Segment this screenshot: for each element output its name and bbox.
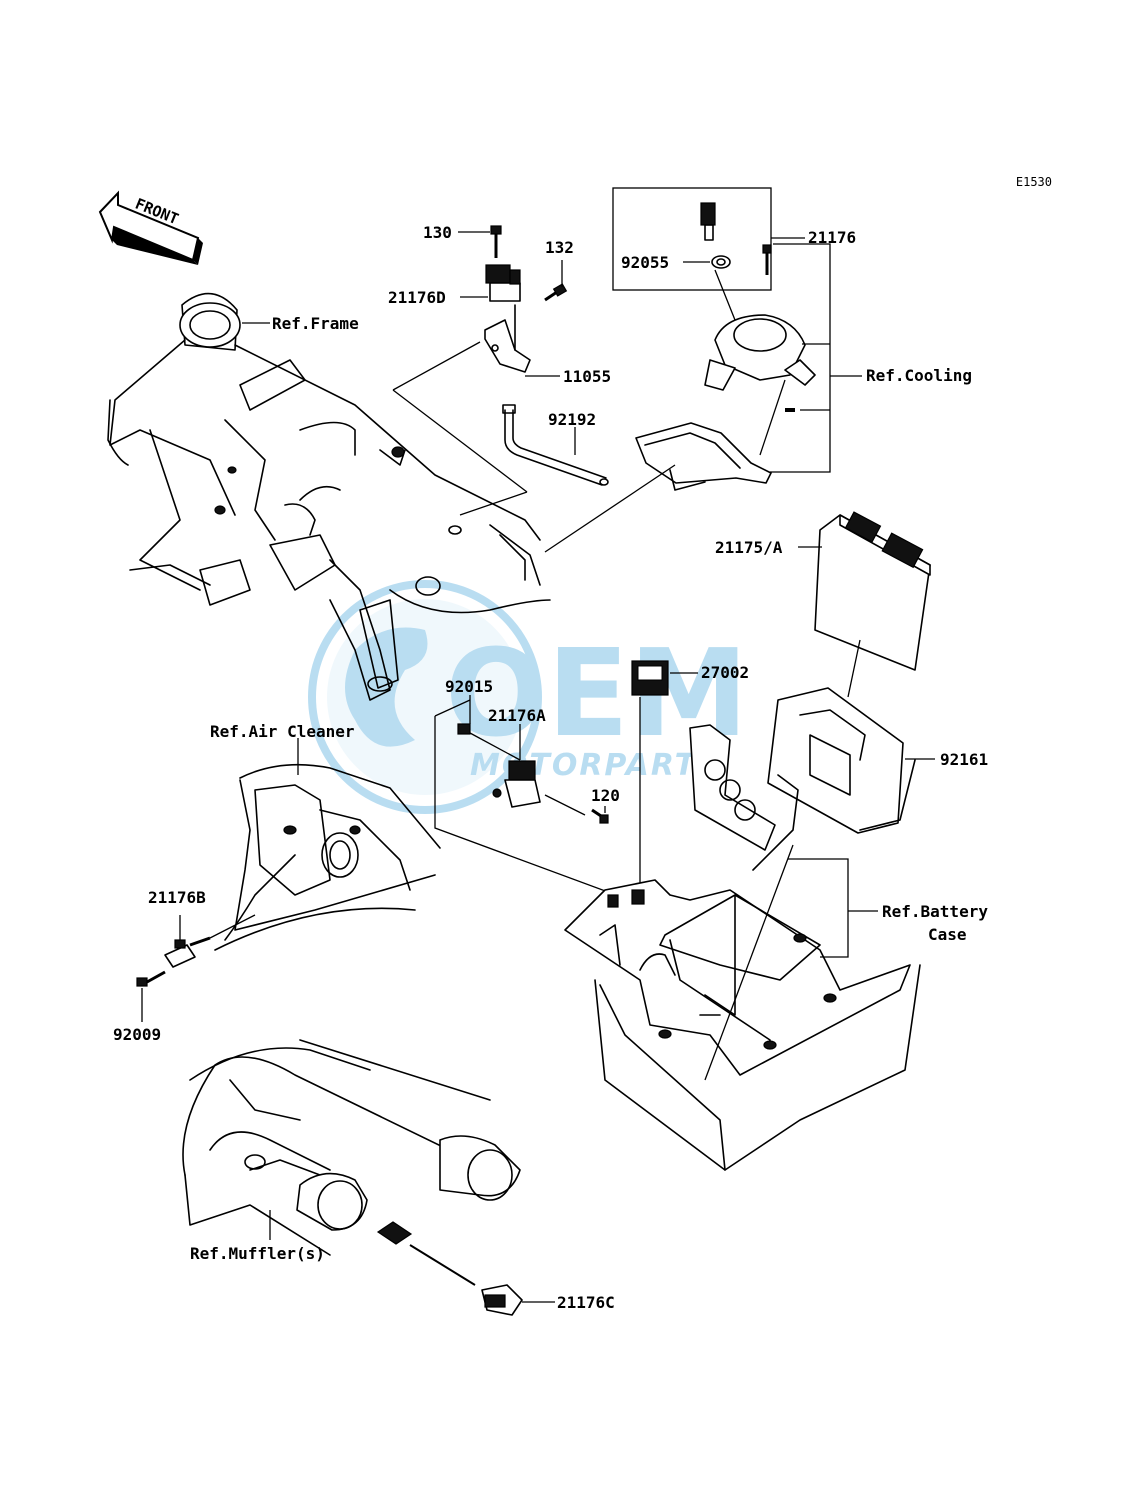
part-21176-sensor: [700, 202, 716, 241]
label-132: 132: [545, 238, 574, 257]
part-92192-hose: [502, 404, 609, 486]
label-92055: 92055: [621, 253, 669, 272]
part-cooling-bracket: [635, 422, 772, 491]
part-21176D-sensor: [485, 264, 521, 302]
front-arrow-icon: FRONT: [98, 190, 203, 265]
part-120-bolt: [591, 808, 609, 824]
part-92055-washer: [711, 255, 731, 269]
label-21176B: 21176B: [148, 888, 206, 907]
label-130: 130: [423, 223, 452, 242]
part-11055-bracket: [484, 304, 531, 373]
air-cleaner-drawing: [214, 763, 441, 951]
label-21175A: 21175/A: [715, 538, 783, 557]
label-92192: 92192: [548, 410, 596, 429]
part-21175A-ecu: [814, 511, 931, 671]
part-92015-grommet: [457, 723, 471, 735]
label-ref-air-cleaner: Ref.Air Cleaner: [210, 722, 355, 741]
label-92009: 92009: [113, 1025, 161, 1044]
label-11055: 11055: [563, 367, 611, 386]
label-120: 120: [591, 786, 620, 805]
frame-drawing: [107, 292, 551, 701]
label-21176D: 21176D: [388, 288, 446, 307]
label-ref-mufflers: Ref.Muffler(s): [190, 1244, 325, 1263]
part-21176C-sensor: [376, 1221, 523, 1316]
label-ref-frame: Ref.Frame: [272, 314, 359, 333]
part-132-bolt: [544, 283, 568, 302]
label-21176C: 21176C: [557, 1293, 615, 1312]
part-21176B-sensor: [164, 936, 211, 968]
label-21176A: 21176A: [488, 706, 546, 725]
part-27002-relay: [631, 660, 669, 696]
label-ref-battery-case: Case: [928, 925, 967, 944]
battery-case-drawing: [564, 879, 921, 1171]
muffler-drawing: [182, 1039, 521, 1256]
part-92009-screw: [136, 970, 166, 987]
diagram-code: E1530: [1016, 175, 1052, 189]
part-130-bolt: [490, 225, 502, 258]
label-ref-battery: Ref.Battery: [882, 902, 988, 921]
part-21176A-sensor: [492, 760, 541, 808]
part-92161-holder: [689, 687, 916, 871]
label-21176: 21176: [808, 228, 856, 247]
detail-box-21176: [612, 187, 772, 291]
watermark-logo: OEM MOTORPARTS: [308, 580, 748, 814]
label-27002: 27002: [701, 663, 749, 682]
label-92161: 92161: [940, 750, 988, 769]
part-cooling-housing: [704, 244, 816, 412]
label-92015: 92015: [445, 677, 493, 696]
label-ref-cooling: Ref.Cooling: [866, 366, 972, 385]
